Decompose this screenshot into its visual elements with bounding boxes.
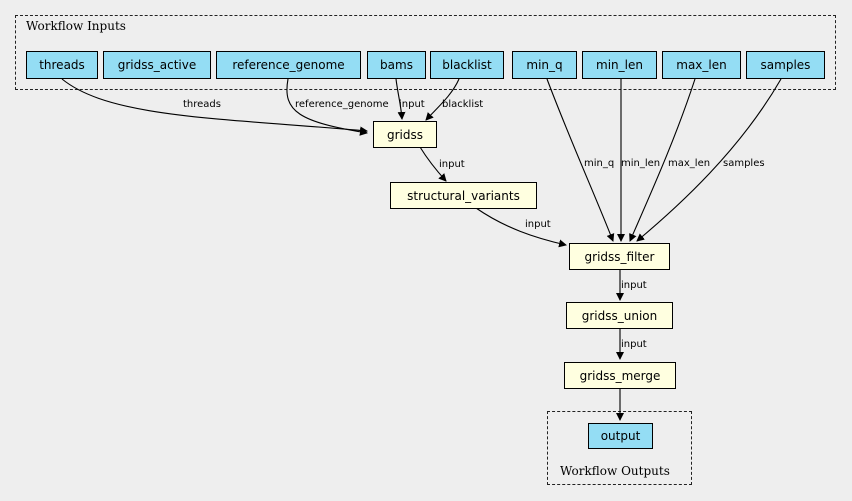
step-structural-variants[interactable]: structural_variants xyxy=(390,182,537,209)
step-gridss-merge[interactable]: gridss_merge xyxy=(564,362,676,389)
edge-samples-filter xyxy=(636,78,782,242)
input-min-q[interactable]: min_q xyxy=(512,51,577,79)
edge-maxlen-filter xyxy=(629,78,696,242)
step-gridss-filter[interactable]: gridss_filter xyxy=(569,243,670,270)
edge-label-blacklist: blacklist xyxy=(442,99,484,110)
input-reference-genome[interactable]: reference_genome xyxy=(216,51,361,79)
input-bams[interactable]: bams xyxy=(367,51,426,79)
edge-label-samples: samples xyxy=(723,158,765,169)
workflow-inputs-cluster xyxy=(15,15,836,90)
edge-label-threads: threads xyxy=(183,99,221,110)
step-gridss[interactable]: gridss xyxy=(373,121,437,148)
input-threads[interactable]: threads xyxy=(26,51,98,79)
workflow-outputs-label: Workflow Outputs xyxy=(560,464,670,478)
edge-gridss-sv xyxy=(419,146,447,182)
output-node[interactable]: output xyxy=(588,423,653,449)
input-min-len[interactable]: min_len xyxy=(582,51,657,79)
input-gridss-active[interactable]: gridss_active xyxy=(103,51,211,79)
edge-label-min-len: min_len xyxy=(621,158,661,169)
edge-reference-gridss xyxy=(286,78,368,136)
edge-label-max-len: max_len xyxy=(668,158,711,169)
edge-blacklist-gridss xyxy=(425,78,460,121)
edge-label-reference-genome: reference_genome xyxy=(295,99,389,110)
edge-sv-filter xyxy=(475,207,567,248)
edge-label-bams: input xyxy=(399,99,425,110)
input-max-len[interactable]: max_len xyxy=(662,51,741,79)
edge-bams-gridss xyxy=(395,78,406,120)
edge-label-filter-union: input xyxy=(621,280,647,291)
input-blacklist[interactable]: blacklist xyxy=(430,51,504,79)
edge-label-union-merge: input xyxy=(621,339,647,350)
edge-threads-gridss xyxy=(61,78,368,135)
edge-label-min-q: min_q xyxy=(584,158,615,169)
edge-minq-filter xyxy=(546,78,615,242)
input-samples[interactable]: samples xyxy=(746,51,825,79)
edge-label-sv-filter: input xyxy=(525,219,551,230)
edge-label-gridss-sv: input xyxy=(439,159,465,170)
step-gridss-union[interactable]: gridss_union xyxy=(566,302,673,329)
workflow-inputs-label: Workflow Inputs xyxy=(26,19,126,33)
